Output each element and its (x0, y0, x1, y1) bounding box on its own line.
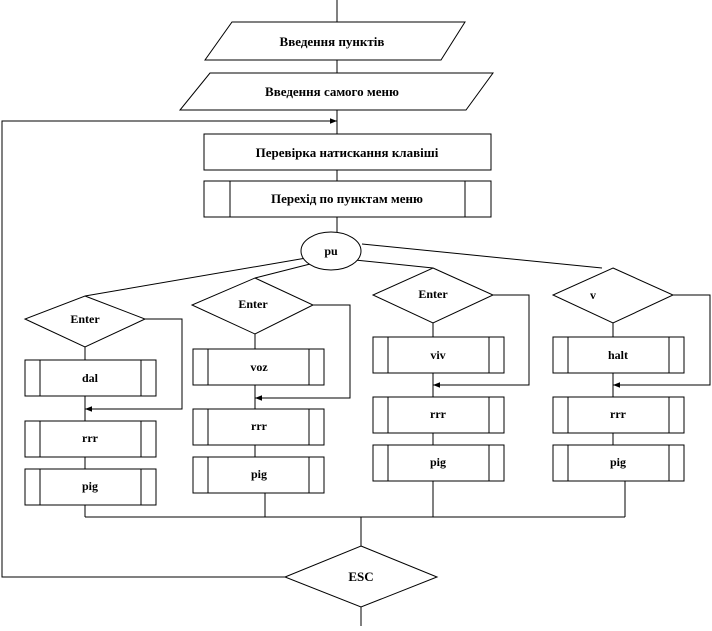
branch4-step1-label: rrr (610, 407, 627, 421)
branch3-step1-box (372, 396, 505, 434)
branch1-step1-box (24, 420, 157, 458)
input-items-shape (204, 21, 466, 61)
branch4-step2-label: pig (610, 455, 626, 469)
branch3-step1-label: rrr (430, 407, 447, 421)
pu-node (300, 231, 362, 271)
input-menu-label: Введення самого меню (265, 84, 399, 99)
branch2-step2-box (192, 456, 325, 494)
branch2-step2-label: pig (251, 467, 267, 481)
branch2-action-label: voz (250, 360, 268, 374)
branch4-action-box (552, 336, 685, 374)
check-keypress-label: Перевірка натискання клавіші (256, 145, 439, 160)
branch1-action-label: dal (82, 371, 99, 385)
branch1-action-box (24, 359, 157, 397)
branch3-action-box (372, 336, 505, 374)
branch4-step1-box (552, 396, 685, 434)
branch4-step2-box (552, 444, 685, 482)
branch1-step2-box (24, 468, 157, 506)
branch3-decision-label: Enter (418, 287, 448, 301)
branch2-step1-box (192, 408, 325, 446)
branch1-step2-label: pig (82, 479, 98, 493)
branch3-step2-label: pig (430, 455, 446, 469)
branch4-decision-label: v (590, 288, 596, 302)
branch3-action-label: viv (430, 348, 445, 362)
navigate-menu-label: Перехід по пунктам меню (271, 191, 423, 206)
branch2-decision-label: Enter (238, 297, 268, 311)
branch3-step2-box (372, 444, 505, 482)
branch1-decision-label: Enter (70, 312, 100, 326)
branch2-step1-label: rrr (251, 419, 268, 433)
pu-label: pu (324, 244, 338, 258)
esc-label: ESC (348, 569, 373, 584)
check-keypress-box (203, 133, 492, 171)
loop-back-arrow (1, 118, 337, 578)
input-menu-shape (178, 72, 494, 111)
input-items-label: Введення пунктів (280, 34, 385, 49)
branch4-decision (551, 267, 675, 324)
branch2-action-box (192, 348, 325, 386)
navigate-menu-box (203, 180, 492, 218)
branch1-step1-label: rrr (82, 431, 99, 445)
branch4-action-label: halt (608, 348, 628, 362)
